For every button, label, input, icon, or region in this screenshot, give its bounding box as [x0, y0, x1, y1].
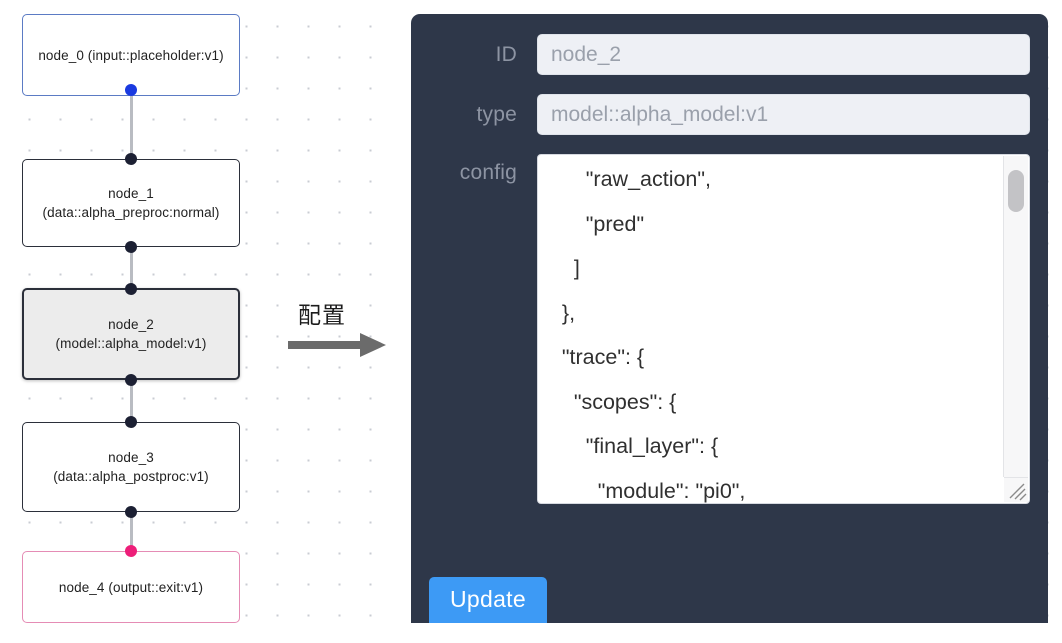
node-inspector-panel: ID node_2 type model::alpha_model:v1 con…	[411, 14, 1048, 623]
port-node_0-output[interactable]	[125, 84, 137, 96]
graph-node-node_4[interactable]: node_4 (output::exit:v1)	[22, 551, 240, 623]
config-scrollbar-thumb[interactable]	[1008, 170, 1024, 212]
graph-node-label: node_1 (data::alpha_preproc:normal)	[42, 186, 220, 220]
config-scrollbar[interactable]	[1003, 156, 1028, 477]
field-row-config: config "raw_action", "pred" ] }, "trace"…	[429, 154, 1030, 504]
graph-node-node_1[interactable]: node_1 (data::alpha_preproc:normal)	[22, 159, 240, 247]
id-input[interactable]: node_2	[537, 34, 1030, 75]
config-textarea[interactable]: "raw_action", "pred" ] }, "trace": { "sc…	[537, 154, 1030, 504]
port-node_2-input[interactable]	[125, 283, 137, 295]
edge-node2-node3[interactable]	[130, 374, 133, 428]
field-label-id: ID	[495, 43, 517, 66]
port-node_3-output[interactable]	[125, 506, 137, 518]
graph-node-node_3[interactable]: node_3 (data::alpha_postproc:v1)	[22, 422, 240, 512]
field-label-config: config	[459, 161, 517, 184]
graph-canvas[interactable]: node_0 (input::placeholder:v1) node_1 (d…	[0, 0, 398, 643]
update-button[interactable]: Update	[429, 577, 547, 623]
port-node_3-input[interactable]	[125, 416, 137, 428]
edge-node1-node2[interactable]	[130, 241, 133, 294]
edge-node3-node4[interactable]	[130, 506, 133, 557]
field-row-type: type model::alpha_model:v1	[429, 94, 1030, 135]
port-node_1-output[interactable]	[125, 241, 137, 253]
resize-grip-icon[interactable]	[1004, 477, 1028, 502]
port-node_1-input[interactable]	[125, 153, 137, 165]
graph-node-label: node_0 (input::placeholder:v1)	[38, 47, 224, 63]
config-textarea-content: "raw_action", "pred" ] }, "trace": { "sc…	[561, 167, 746, 503]
graph-node-node_2[interactable]: node_2 (model::alpha_model:v1)	[22, 288, 240, 380]
flow-annotation-label: 配置	[298, 303, 346, 329]
graph-node-label: node_3 (data::alpha_postproc:v1)	[53, 450, 209, 484]
port-node_4-input[interactable]	[125, 545, 137, 557]
port-node_2-output[interactable]	[125, 374, 137, 386]
type-input[interactable]: model::alpha_model:v1	[537, 94, 1030, 135]
graph-node-label: node_2 (model::alpha_model:v1)	[55, 317, 207, 351]
right-arrow-icon	[288, 333, 386, 357]
flow-annotation: 配置	[288, 296, 398, 366]
config-textarea-wrapper: "raw_action", "pred" ] }, "trace": { "sc…	[537, 154, 1030, 504]
edge-node0-node1[interactable]	[130, 90, 133, 166]
field-row-id: ID node_2	[429, 34, 1030, 75]
graph-node-label: node_4 (output::exit:v1)	[58, 579, 204, 595]
field-label-type: type	[476, 103, 517, 126]
